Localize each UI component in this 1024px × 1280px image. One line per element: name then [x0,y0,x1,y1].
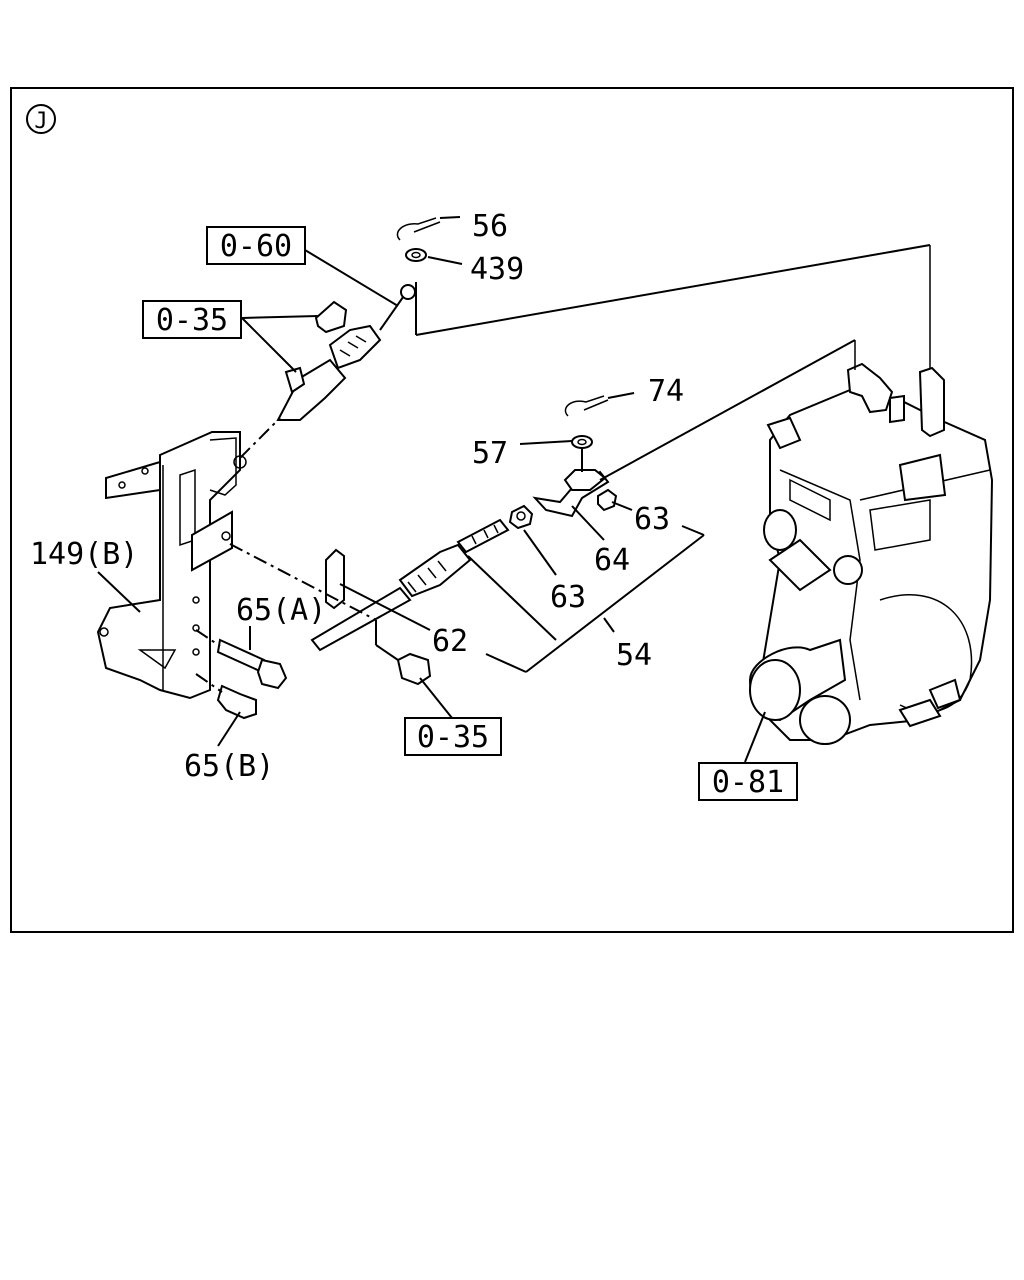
ref-box-0-35-upper-text: 0-35 [156,303,228,338]
upper-cable [239,284,416,459]
leader-lines [97,216,931,763]
ref-box-0-35-lower[interactable]: 0-35 [404,717,502,756]
label-65b: 65(B) [184,749,274,784]
transmission-housing [748,245,994,745]
washer-439 [405,248,427,262]
ref-box-0-81-text: 0-81 [712,765,784,800]
bolt-0-35-lower [396,652,432,686]
view-marker-letter: J [34,109,47,134]
diagram-frame [10,87,1014,933]
ref-box-0-35-lower-text: 0-35 [417,720,489,755]
label-149b: 149(B) [30,537,138,572]
bolt-65a [195,629,288,690]
bracket-64 [532,469,610,518]
label-54: 54 [616,638,652,673]
bolt-0-35-upper [314,300,348,334]
label-64: 64 [594,543,630,578]
clip-56 [396,217,441,241]
lower-cable [310,518,510,652]
ref-box-0-60[interactable]: 0-60 [206,226,306,265]
nut-63-center [508,504,534,530]
ref-box-0-60-text: 0-60 [220,229,292,264]
label-56: 56 [472,209,508,244]
label-63-right: 63 [634,502,670,537]
label-57: 57 [472,436,508,471]
label-65a: 65(A) [236,593,326,628]
clip-74 [564,395,609,417]
view-marker: J [26,104,56,134]
washer-57 [571,435,593,449]
ref-box-0-81[interactable]: 0-81 [698,762,798,801]
label-62: 62 [432,624,468,659]
nut-63-right [597,488,618,512]
label-439: 439 [470,252,524,287]
ref-box-0-35-upper[interactable]: 0-35 [142,300,242,339]
plate-62 [325,548,345,610]
pedal-bracket [96,431,247,700]
bolt-65b [195,673,257,720]
label-63-center: 63 [550,580,586,615]
label-74: 74 [648,374,684,409]
